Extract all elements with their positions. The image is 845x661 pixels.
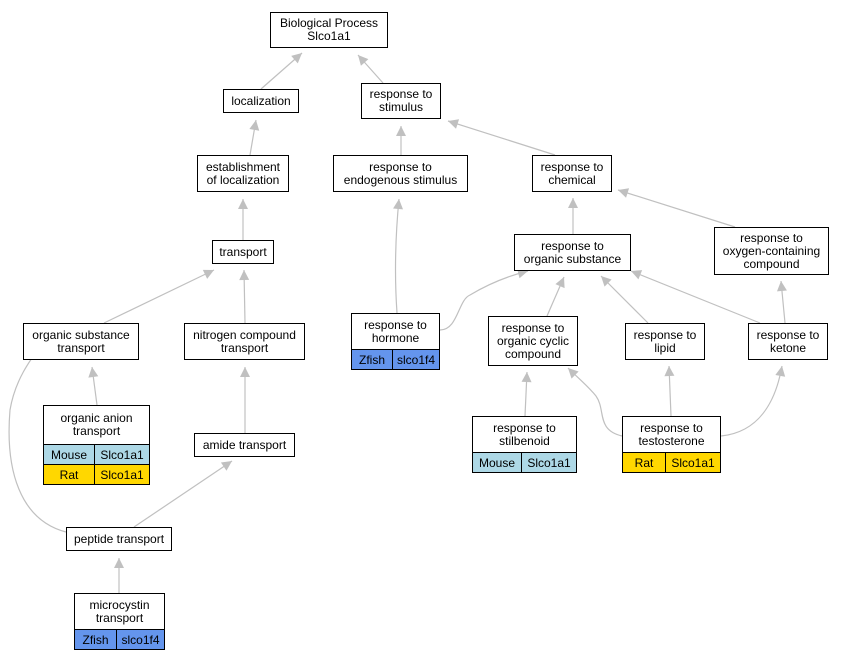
arrowhead-edge-response-testosterone-to-response-cyclic <box>568 368 579 379</box>
edge-response-lipid-to-response-organic <box>600 275 649 324</box>
arrowhead-edge-transport-to-establishment <box>238 199 248 209</box>
arrowhead-edge-response-oxygen-to-response-chemical <box>618 188 630 198</box>
node-label: peptide transport <box>73 531 165 546</box>
node-label: response to ketone <box>756 327 820 355</box>
gene-cell: Slco1a1 <box>665 453 720 472</box>
node-biological-process[interactable]: Biological Process Slco1a1 <box>270 12 388 48</box>
edge-response-testosterone-to-response-ketone <box>720 365 783 437</box>
species-cell: Zfish <box>75 630 116 649</box>
gene-cell: Slco1a1 <box>521 453 576 472</box>
node-localization[interactable]: localization <box>223 89 299 113</box>
node-organic-substance-transport[interactable]: organic substance transport <box>23 323 139 360</box>
node-establishment-of-localization[interactable]: establishment of localization <box>197 155 289 192</box>
node-label: organic anion transport <box>60 411 133 438</box>
node-label: response to testosterone <box>638 420 705 448</box>
node-label: establishment of localization <box>205 159 281 187</box>
node-label: response to stimulus <box>369 87 433 114</box>
edge-response-oxygen-to-response-chemical <box>617 189 736 228</box>
arrowhead-edge-response-ketone-to-response-oxygen <box>776 281 787 292</box>
node-label: amide transport <box>202 437 287 452</box>
node-microcystin-transport[interactable]: microcystin transport Zfish slco1f4 <box>74 593 165 650</box>
gene-cell: Slco1a1 <box>94 445 149 464</box>
node-label: response to chemical <box>540 159 604 187</box>
node-transport[interactable]: transport <box>212 240 274 264</box>
species-cell: Rat <box>623 453 665 472</box>
node-label: transport <box>219 244 267 259</box>
gene-row: Mouse Slco1a1 <box>44 444 149 464</box>
edge-peptide-transport-to-organic-substance-transport <box>8 340 67 533</box>
node-label: response to oxygen-containing compound <box>722 230 821 271</box>
node-response-to-hormone[interactable]: response to hormone Zfish slco1f4 <box>351 313 440 370</box>
gene-cell: Slco1a1 <box>94 465 149 484</box>
species-cell: Mouse <box>44 445 94 464</box>
node-label: response to organic substance <box>523 238 622 266</box>
edge-response-hormone-to-response-organic <box>439 270 529 331</box>
node-nitrogen-compound-transport[interactable]: nitrogen compound transport <box>184 323 305 360</box>
node-response-to-chemical[interactable]: response to chemical <box>532 155 612 192</box>
arrowhead-edge-organic-substance-transport-to-transport <box>202 269 214 279</box>
edge-organic-substance-transport-to-transport <box>103 269 215 324</box>
arrowhead-edge-response-organic-to-response-chemical <box>568 198 578 208</box>
edge-response-ketone-to-response-organic <box>630 270 761 324</box>
edge-response-chemical-to-response-stimulus <box>447 120 556 156</box>
arrowhead-edge-response-endogenous-to-response-stimulus <box>396 126 406 136</box>
node-label: response to organic cyclic compound <box>496 320 570 361</box>
arrowhead-edge-microcystin-transport-to-peptide-transport <box>114 558 124 568</box>
node-label: response to stilbenoid <box>493 420 556 448</box>
node-label: organic substance transport <box>32 327 130 355</box>
node-response-to-organic-substance[interactable]: response to organic substance <box>514 234 631 271</box>
node-response-to-lipid[interactable]: response to lipid <box>625 323 705 360</box>
gene-row: Zfish slco1f4 <box>75 629 164 649</box>
gene-row: Rat Slco1a1 <box>44 464 149 484</box>
node-response-to-stilbenoid[interactable]: response to stilbenoid Mouse Slco1a1 <box>472 416 577 473</box>
species-cell: Mouse <box>473 453 521 472</box>
gene-cell: slco1f4 <box>392 350 439 369</box>
gene-row: Mouse Slco1a1 <box>473 452 576 472</box>
species-cell: Zfish <box>352 350 392 369</box>
arrowhead-edge-organic-anion-transport-to-organic-substance-transport <box>88 367 99 378</box>
arrowhead-edge-response-hormone-to-response-organic <box>517 268 528 279</box>
arrowhead-edge-response-testosterone-to-response-ketone <box>775 366 786 377</box>
edge-response-hormone-to-response-endogenous <box>394 198 400 314</box>
node-label: Biological Process Slco1a1 <box>279 16 379 43</box>
gene-row: Zfish slco1f4 <box>352 349 439 369</box>
gene-cell: slco1f4 <box>116 630 164 649</box>
arrowhead-edge-amide-transport-to-nitrogen-transport <box>240 367 250 377</box>
arrowhead-edge-localization-to-bp <box>291 53 302 64</box>
arrowhead-edge-response-cyclic-to-response-organic <box>555 277 565 289</box>
node-organic-anion-transport[interactable]: organic anion transport Mouse Slco1a1 Ra… <box>43 405 150 485</box>
node-label: response to endogenous stimulus <box>343 159 458 187</box>
node-response-to-stimulus[interactable]: response to stimulus <box>361 83 441 119</box>
node-response-to-testosterone[interactable]: response to testosterone Rat Slco1a1 <box>622 416 721 473</box>
arrowhead-edge-nitrogen-transport-to-transport <box>239 270 250 281</box>
gene-row: Rat Slco1a1 <box>623 452 720 472</box>
arrowhead-edge-response-testosterone-to-response-lipid <box>664 366 675 377</box>
arrowhead-edge-response-hormone-to-response-endogenous <box>393 199 404 210</box>
node-amide-transport[interactable]: amide transport <box>194 433 295 457</box>
arrowhead-edge-peptide-transport-to-amide-transport <box>220 461 232 471</box>
node-peptide-transport[interactable]: peptide transport <box>66 527 172 551</box>
arrowhead-edge-response-lipid-to-response-organic <box>601 276 612 287</box>
edge-peptide-transport-to-amide-transport <box>133 460 233 528</box>
arrowhead-edge-response-stimulus-to-bp <box>358 55 369 66</box>
node-label: nitrogen compound transport <box>193 327 296 355</box>
arrowhead-edge-response-chemical-to-response-stimulus <box>448 119 460 129</box>
node-response-to-endogenous-stimulus[interactable]: response to endogenous stimulus <box>333 155 468 192</box>
species-cell: Rat <box>44 465 94 484</box>
node-response-to-ketone[interactable]: response to ketone <box>748 323 828 360</box>
arrowhead-edge-response-stilbenoid-to-response-cyclic <box>521 372 532 383</box>
node-label: microcystin transport <box>89 597 150 625</box>
node-label: response to lipid <box>633 327 697 355</box>
node-response-to-oxygen-containing-compound[interactable]: response to oxygen-containing compound <box>714 227 829 275</box>
node-label: response to hormone <box>364 317 427 345</box>
edge-response-testosterone-to-response-cyclic <box>567 367 623 437</box>
node-label: localization <box>231 93 291 108</box>
node-response-to-organic-cyclic-compound[interactable]: response to organic cyclic compound <box>488 316 578 366</box>
arrowhead-edge-establishment-to-localization <box>249 120 260 131</box>
arrowhead-edge-response-ketone-to-response-organic <box>631 270 643 280</box>
